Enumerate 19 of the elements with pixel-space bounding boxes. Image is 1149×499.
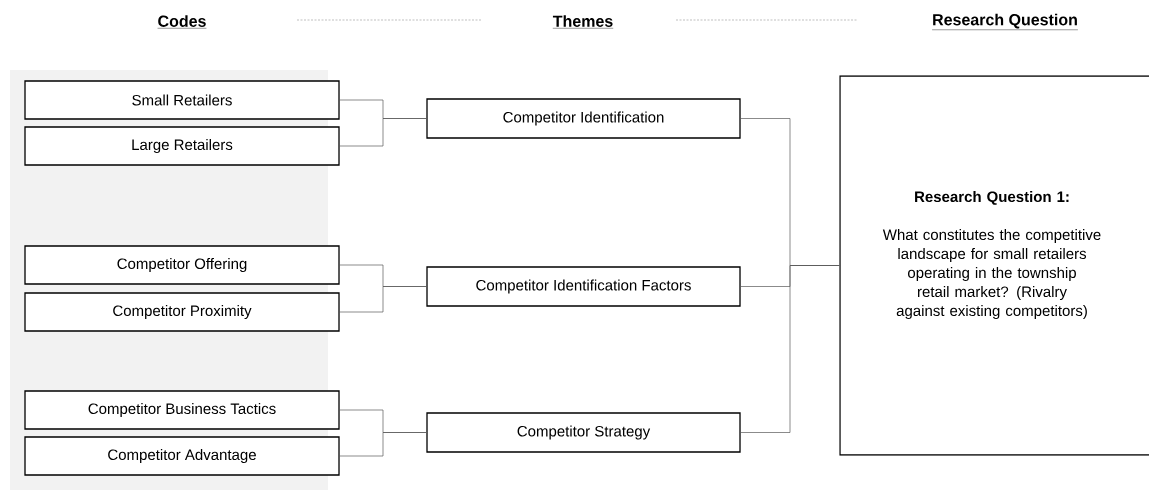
question-box [839,75,1149,456]
code-box: Competitor Proximity [24,292,340,332]
code-box: Large Retailers [24,126,340,166]
theme-box: Competitor Strategy [426,412,741,453]
node-label: Research Question 1: [915,191,1069,205]
theme-box: Competitor Identification Factors [426,266,741,307]
code-box: Competitor Advantage [24,436,340,476]
column-heading: Research Question [931,13,1079,30]
bracket-connector [740,265,840,433]
column-heading: Themes [552,15,614,29]
bracket-connector [339,432,427,457]
column-heading: Codes [157,15,207,29]
theme-box: Competitor Identification [426,98,741,139]
bracket-connector [339,118,427,147]
code-box: Competitor Business Tactics [24,390,340,430]
bracket-connector [339,286,427,313]
node-label: What constitutes the competitive landscape for small retailers operating in the township retail market? (Rivalry against existing competitors) [882,229,1101,319]
code-box: Small Retailers [24,80,340,120]
code-box: Competitor Offering [24,245,340,285]
